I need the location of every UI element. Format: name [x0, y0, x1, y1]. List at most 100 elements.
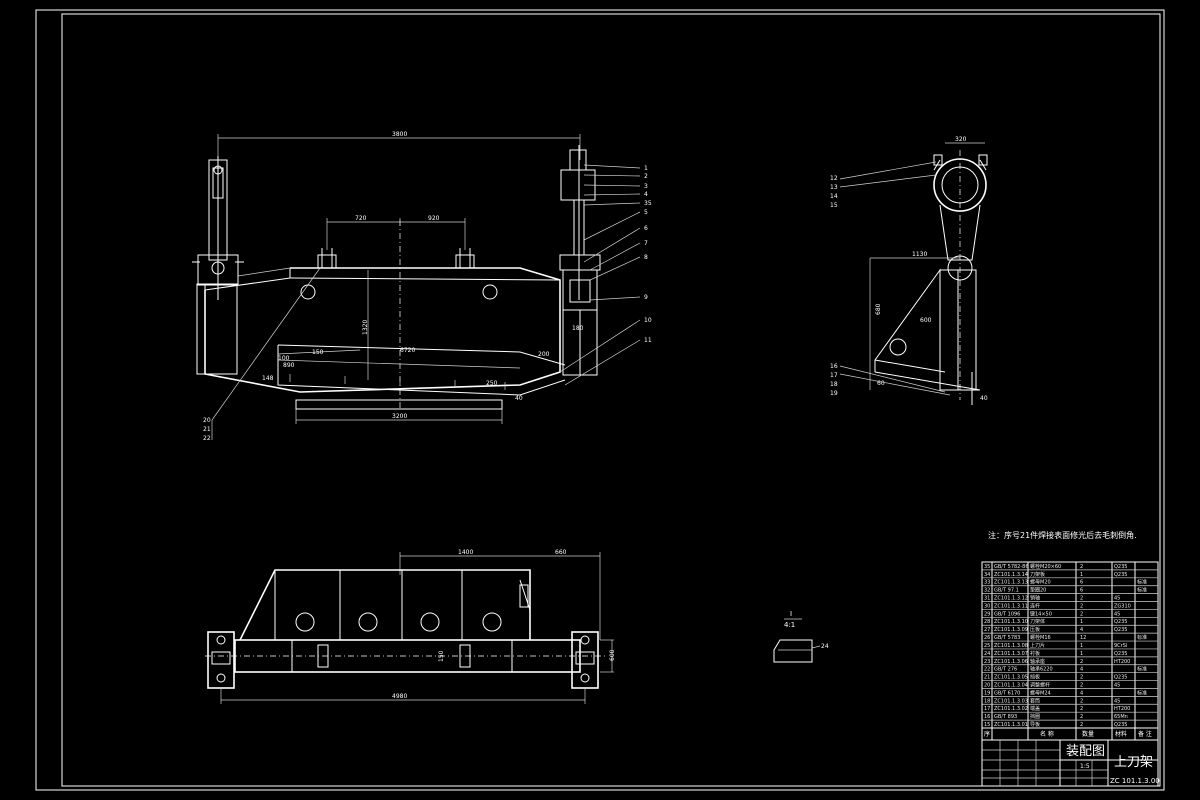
bom-cell: Q235 [1114, 675, 1127, 681]
bom-cell: ZC101.1.3.07 [994, 651, 1028, 657]
bom-cell: 21 [984, 675, 990, 681]
bom-cell: 31 [984, 596, 990, 602]
dim-side-680: 680 [875, 303, 882, 315]
bom-cell: ZC101.1.3.10 [994, 619, 1028, 625]
bom-cell: 1 [1080, 651, 1083, 657]
inner-border [61, 13, 1161, 787]
balloon-22: 22 [203, 435, 211, 442]
side-view: 320 1130 680 600 60 40 12 13 14 [830, 136, 988, 405]
dim-top-150: 150 [438, 650, 445, 662]
balloon-5: 5 [644, 209, 648, 216]
balloon-2: 2 [644, 173, 648, 180]
dim-front-180: 180 [572, 325, 584, 332]
bom-cell: 标准 [1137, 689, 1147, 696]
bom-cell: ZC101.1.3.08 [994, 643, 1028, 649]
dim-front-6720: 6720 [400, 347, 415, 354]
bom-cell: 19 [984, 690, 990, 696]
bom-cell: GB/T 6170 [994, 690, 1020, 696]
bom-col-remark: 备 注 [1138, 730, 1152, 738]
bom-cell: 端盖 [1030, 705, 1040, 712]
bom-cell: 标准 [1137, 634, 1147, 641]
bom-cell: 16 [984, 714, 990, 720]
bom-cell: 2 [1080, 706, 1083, 712]
drawing-scale: 1:5 [1080, 763, 1090, 770]
bom-cell: 销轴 [1030, 595, 1040, 602]
detail-view: I 4:1 24 [773, 610, 829, 663]
balloon-18: 18 [830, 381, 838, 388]
dim-top-1400: 1400 [458, 549, 473, 556]
bom-cell: 6 [1080, 580, 1083, 586]
bom-cell: Q235 [1114, 627, 1127, 633]
bom-col-qty: 数量 [1082, 730, 1094, 738]
bom-cell: HT200 [1114, 706, 1130, 712]
bom-cell: 2 [1080, 603, 1083, 609]
bom-cell: GB/T 5783 [994, 635, 1020, 641]
bom-cell: HT200 [1114, 659, 1130, 665]
balloon-8: 8 [644, 254, 648, 261]
dim-side-40: 40 [980, 395, 988, 402]
dim-front-920: 920 [428, 215, 440, 222]
balloon-14: 14 [830, 193, 838, 200]
bom-cell: 调整螺杆 [1030, 681, 1050, 688]
bom-cell: GB/T 97.1 [994, 588, 1019, 594]
bom-cell: 65Mn [1114, 714, 1128, 720]
bom-cell: 2 [1080, 714, 1083, 720]
balloon-6: 6 [644, 225, 648, 232]
bom-cell: 1 [1080, 643, 1083, 649]
bom-cell: 20 [984, 682, 990, 688]
bom-cell: 34 [984, 572, 990, 578]
balloon-10: 10 [644, 317, 652, 324]
bom-cell: 导板 [1030, 721, 1040, 728]
title-block: 装配图 上刀架 1:5 ZC 101.1.3.00 [981, 739, 1160, 787]
bom-cell: Q235 [1114, 572, 1127, 578]
dim-side-1130: 1130 [912, 251, 927, 258]
bom-cell: GB/T 893 [994, 714, 1017, 720]
bom-cell: 衬板 [1030, 650, 1040, 657]
bom-cell: ZC101.1.3.04 [994, 682, 1028, 688]
bom-cell: 螺栓M16 [1030, 634, 1051, 641]
bom-cell: 45 [1114, 596, 1120, 602]
section-scale: 4:1 [784, 621, 795, 629]
balloon-20: 20 [203, 417, 211, 424]
dim-front-150: 150 [312, 349, 324, 356]
bom-cell: 2 [1080, 698, 1083, 704]
bom-cell: 45 [1114, 611, 1120, 617]
dim-top-660: 660 [555, 549, 567, 556]
bom-cell: 螺母M20 [1030, 579, 1051, 586]
dim-front-720: 720 [355, 215, 367, 222]
balloon-21: 21 [203, 426, 211, 433]
bom-cell: ZC101.1.3.01 [994, 722, 1028, 728]
bom-cell: 2 [1080, 659, 1083, 665]
bom-cell: 2 [1080, 611, 1083, 617]
bom-cell: ZC101.1.3.13 [994, 580, 1028, 586]
bom-cell: Q235 [1114, 619, 1127, 625]
bom-cell: 2 [1080, 596, 1083, 602]
drawing-number: ZC 101.1.3.00 [1110, 777, 1160, 785]
dim-front-100: 100 [278, 355, 290, 362]
bom-cell: 刀架板 [1030, 571, 1045, 578]
bom-cell: 30 [984, 603, 990, 609]
balloon-12: 12 [830, 175, 838, 182]
bom-cell: ZC101.1.3.02 [994, 706, 1028, 712]
bom-cell: 上刀片 [1030, 642, 1045, 649]
bom-cell: 2 [1080, 722, 1083, 728]
balloon-4: 4 [644, 191, 648, 198]
balloon-15: 15 [830, 202, 838, 209]
drawing-type: 装配图 [1066, 744, 1105, 759]
balloon-13: 13 [830, 184, 838, 191]
top-view: 1400 660 600 150 4980 [205, 549, 616, 704]
bom-cell: Q235 [1114, 722, 1127, 728]
bom-cell: 6 [1080, 588, 1083, 594]
bom-cell: 压板 [1030, 626, 1040, 633]
bom-cell: 螺栓M20×60 [1030, 563, 1061, 570]
bom-cell: 45 [1114, 698, 1120, 704]
bom-cell: 键14×50 [1030, 610, 1052, 617]
outer-border [35, 9, 1165, 791]
front-view: 3800 180 [192, 131, 652, 442]
bom-cell: 12 [1080, 635, 1086, 641]
bom-cell: GB/T 276 [994, 667, 1017, 673]
bom-cell: 35 [984, 564, 990, 570]
bom-cell: 18 [984, 698, 990, 704]
bom-cell: 26 [984, 635, 990, 641]
